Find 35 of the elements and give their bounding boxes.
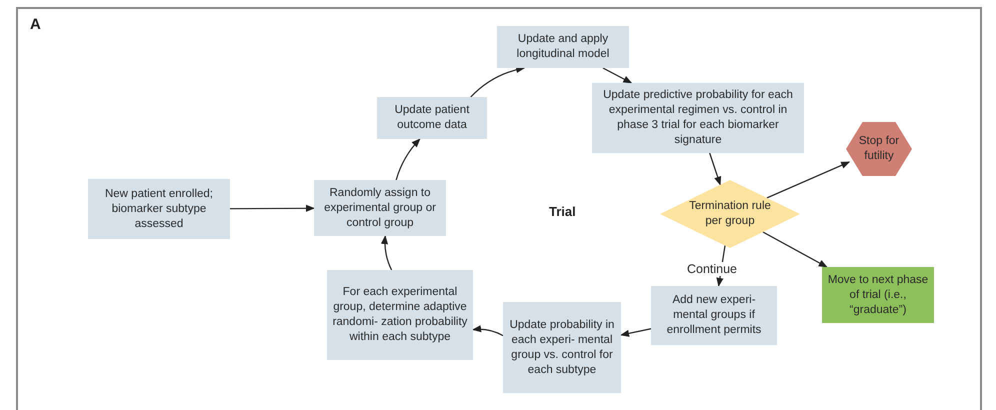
- arrow: [230, 204, 315, 212]
- arrow: [602, 67, 632, 84]
- node-text: Termination rule per group: [688, 199, 772, 229]
- arrow: [472, 325, 504, 336]
- edge-label: Continue: [684, 262, 740, 276]
- arrow: [620, 328, 652, 337]
- panel-letter: A: [30, 16, 41, 33]
- arrow: [766, 161, 850, 198]
- process-box: [497, 26, 629, 68]
- outcome-box: [822, 267, 934, 323]
- node-text: Update predictive probability for each experimental regimen vs. control in phase 3 trial for each biomarker signature: [602, 88, 794, 148]
- arrow: [381, 235, 392, 270]
- node-text: For each experimental group, determine adaptive randomi- zation probability within each subtype: [332, 285, 468, 345]
- process-box: [327, 270, 473, 360]
- node-text: Update and apply longitudinal model: [516, 32, 610, 62]
- node-text: Move to next phase of trial (i.e., “graduate”): [827, 272, 929, 318]
- arrow: [396, 138, 420, 180]
- process-box: [377, 97, 487, 139]
- process-box: [314, 180, 446, 236]
- process-box: [88, 179, 230, 239]
- process-box: [592, 83, 804, 153]
- region-label: Trial: [549, 204, 576, 219]
- node-text: Update probability in each experi- mental group vs. control for each subtype: [508, 318, 616, 378]
- decision-diamond: [660, 180, 800, 248]
- node-text: Update patient outcome data: [394, 103, 470, 133]
- process-box: [651, 286, 777, 345]
- arrow: [470, 66, 526, 98]
- node-text: Stop for futility: [858, 134, 900, 164]
- process-box: [503, 302, 621, 393]
- stop-hexagon: [846, 122, 912, 176]
- arrow: [709, 152, 722, 186]
- node-text: New patient enrolled; biomarker subtype assessed: [104, 186, 214, 232]
- node-text: Randomly assign to experimental group or control group: [323, 186, 437, 230]
- node-text: Add new experi- mental groups if enrollment permits: [666, 293, 762, 338]
- arrow: [762, 231, 828, 268]
